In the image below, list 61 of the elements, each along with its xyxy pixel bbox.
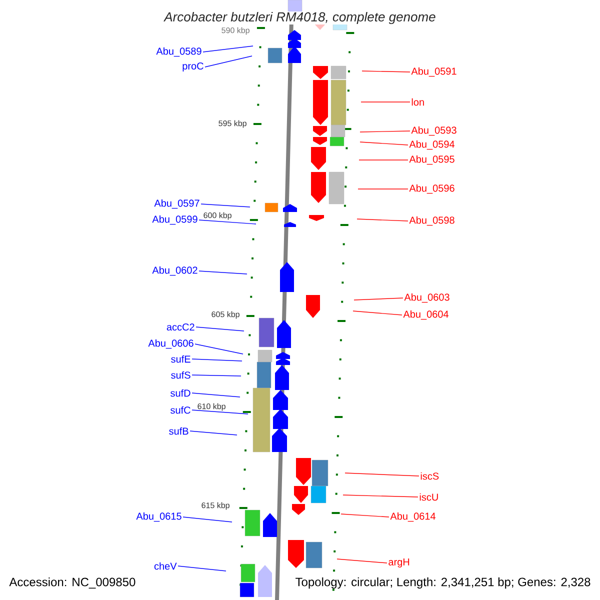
leader-line bbox=[196, 326, 244, 332]
leader-line bbox=[192, 358, 242, 362]
gene-label: iscS bbox=[420, 472, 439, 480]
gene-label: Abu_0589 bbox=[156, 47, 202, 57]
gene-label: Abu_0606 bbox=[148, 339, 194, 349]
scale-label: 605 kbp bbox=[212, 311, 240, 319]
gene-label: Abu_0604 bbox=[403, 310, 448, 320]
leader-line bbox=[356, 218, 408, 222]
gene-label: argH bbox=[388, 558, 410, 568]
leader-line bbox=[342, 494, 418, 498]
leader-line bbox=[336, 558, 388, 564]
leader-line bbox=[360, 142, 408, 146]
leader-line bbox=[200, 204, 250, 208]
leader-line bbox=[190, 430, 238, 436]
leader-line bbox=[192, 410, 248, 414]
leader-line bbox=[344, 472, 420, 476]
gene-label: Abu_0602 bbox=[152, 266, 198, 276]
gene-label: Abu_0597 bbox=[154, 199, 200, 209]
leader-line bbox=[182, 516, 232, 522]
gene-label: Abu_0614 bbox=[390, 512, 436, 522]
gene-label: lon bbox=[412, 98, 424, 106]
leader-line bbox=[358, 188, 408, 190]
scale-label: 615 kbp bbox=[202, 502, 230, 510]
gene-label: proC bbox=[182, 62, 204, 72]
gene-label: Abu_0603 bbox=[404, 293, 450, 303]
gene-label: iscU bbox=[420, 493, 438, 501]
leader-line bbox=[178, 566, 226, 572]
gene-label: Abu_0594 bbox=[409, 140, 454, 150]
gene-label: accC2 bbox=[166, 323, 194, 331]
gene-label: sufB bbox=[169, 427, 188, 435]
gene-label: Abu_0598 bbox=[409, 216, 454, 226]
leader-line bbox=[194, 344, 244, 354]
leader-line bbox=[198, 220, 256, 224]
gene-label: sufS bbox=[171, 371, 190, 379]
gene-label: sufC bbox=[170, 406, 190, 414]
leader-line bbox=[362, 70, 410, 72]
leader-line bbox=[360, 130, 410, 132]
gene-label: Abu_0591 bbox=[411, 67, 456, 77]
title: Arcobacter butzleri RM4018, complete genome bbox=[164, 11, 436, 25]
genome-info-label: Topology: circular; Length: 2,341,251 bp; Genes: 2,328 bbox=[296, 577, 590, 589]
gene-label: Abu_0596 bbox=[409, 184, 454, 194]
leader-line bbox=[354, 298, 404, 300]
gene-label: sufD bbox=[170, 389, 190, 397]
gene-label: cheV bbox=[154, 562, 177, 570]
gene-label: Abu_0593 bbox=[411, 126, 456, 136]
gene-label: Abu_0599 bbox=[152, 215, 198, 225]
leader-line bbox=[352, 310, 402, 316]
gene-label: Abu_0595 bbox=[409, 155, 454, 165]
gene-label: sufE bbox=[171, 355, 190, 363]
scale-label: 595 kbp bbox=[218, 120, 246, 128]
leader-line bbox=[202, 46, 254, 52]
gene-label: Abu_0615 bbox=[136, 512, 182, 522]
scale-label: 600 kbp bbox=[204, 212, 232, 220]
leader-line bbox=[198, 270, 248, 274]
leader-line bbox=[340, 514, 390, 518]
scale-label: 590 kbp bbox=[222, 27, 250, 35]
leader-line bbox=[204, 56, 252, 68]
leader-line bbox=[192, 392, 240, 398]
leader-line bbox=[192, 374, 242, 376]
accession-label: Accession: NC_009850 bbox=[9, 577, 136, 589]
scale-label: 610 kbp bbox=[198, 403, 226, 411]
